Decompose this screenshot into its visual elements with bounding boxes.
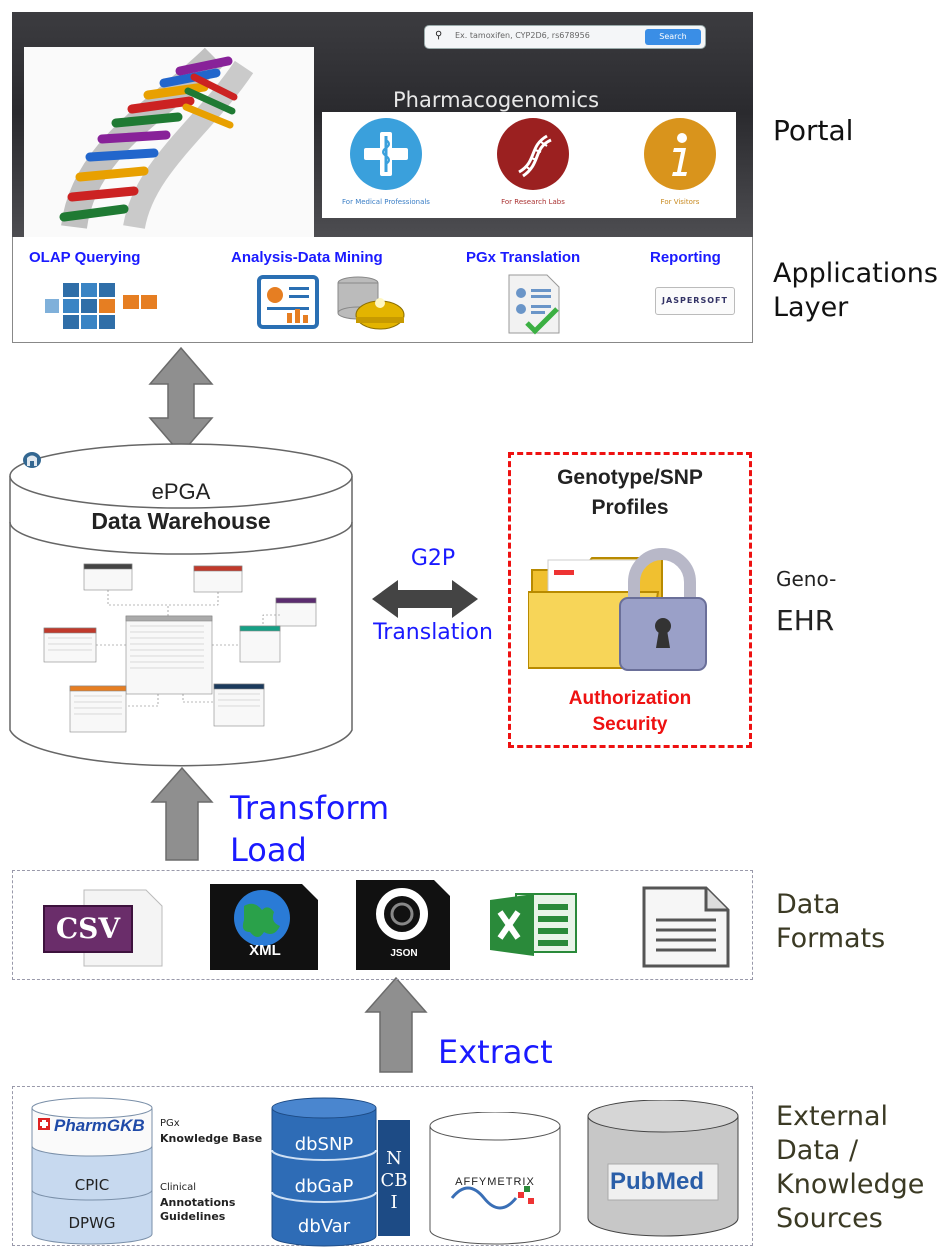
external-sources-side-label: External Data / Knowledge Sources xyxy=(776,1101,925,1234)
text-document-icon xyxy=(642,886,730,968)
transform-label: Transform xyxy=(230,789,390,827)
warehouse-title-line2: Data Warehouse xyxy=(91,508,271,534)
search-icon: ⚲ xyxy=(435,30,443,41)
g2p-double-arrow xyxy=(372,580,478,618)
app-analysis-data-mining[interactable]: Analysis-Data Mining xyxy=(231,249,383,266)
portal-side-label: Portal xyxy=(773,114,854,147)
guidelines-label: Guidelines xyxy=(160,1210,226,1223)
json-file-icon xyxy=(356,880,450,970)
xml-file-icon xyxy=(210,884,318,970)
pubmed-med-label: Med xyxy=(656,1168,704,1195)
security-line2: Security xyxy=(592,714,668,735)
genotype-profile-box xyxy=(508,452,752,748)
dna-capsules-image xyxy=(24,47,314,237)
applications-layer: OLAP Querying Analysis-Data Mining PGx T… xyxy=(12,237,753,343)
postgres-icon xyxy=(23,452,41,468)
pgx-small-label: PGx xyxy=(160,1118,180,1129)
genotype-title-line2: Profiles xyxy=(591,496,669,519)
affymetrix-label: AFFYMETRIX xyxy=(455,1176,535,1188)
ncbi-label: NCBI xyxy=(380,1148,408,1213)
pharmgkb-database-icon xyxy=(31,1097,153,1245)
applications-side-label: Applications Layer xyxy=(773,258,937,323)
extract-label: Extract xyxy=(438,1033,553,1071)
knowledge-base-label: Knowledge Base xyxy=(160,1132,263,1145)
genotype-title-line1: Genotype/SNP xyxy=(557,466,703,489)
g2p-label: G2P xyxy=(410,546,456,571)
cpic-label: CPIC xyxy=(74,1176,110,1194)
app-olap-querying[interactable]: OLAP Querying xyxy=(29,249,141,266)
clinical-small-label: Clinical xyxy=(160,1182,197,1193)
search-placeholder[interactable]: Ex. tamoxifen, CYP2D6, rs678956 xyxy=(455,31,590,40)
medical-label[interactable]: For Medical Professionals xyxy=(342,198,430,206)
data-formats-side-label: Data Formats xyxy=(776,889,886,954)
report-chart-icon xyxy=(257,275,319,329)
info-icon[interactable] xyxy=(644,118,716,190)
apps-warehouse-double-arrow xyxy=(148,346,214,456)
app-pgx-translation[interactable]: PGx Translation xyxy=(466,249,581,266)
translation-label: Translation xyxy=(373,620,493,645)
pharmgkb-label: PharmGKB xyxy=(54,1116,145,1135)
jaspersoft-logo: JASPERSOFT xyxy=(655,287,735,315)
visitors-label[interactable]: For Visitors xyxy=(660,198,700,206)
search-button[interactable]: Search xyxy=(645,29,701,45)
pubmed-pub-label: Pub xyxy=(610,1168,656,1195)
ncbi-database-stack-icon xyxy=(271,1097,410,1247)
portal-search-bar[interactable]: ⚲ Ex. tamoxifen, CYP2D6, rs678956 Search xyxy=(425,26,705,48)
dbgap-label: dbGaP xyxy=(294,1176,354,1197)
app-reporting[interactable]: Reporting xyxy=(650,249,721,266)
annotations-label: Annotations xyxy=(160,1196,236,1209)
geno-ehr-label: EHR xyxy=(776,604,835,637)
medical-icon[interactable] xyxy=(350,118,422,190)
dbsnp-label: dbSNP xyxy=(294,1134,354,1155)
load-label: Load xyxy=(230,831,307,869)
csv-label: CSV xyxy=(55,912,121,945)
warehouse-title-line1: ePGA xyxy=(151,479,211,504)
folder-lock-icon xyxy=(528,548,707,671)
dbvar-label: dbVar xyxy=(297,1216,351,1237)
security-line1: Authorization xyxy=(568,688,692,709)
external-sources-box xyxy=(12,1086,753,1246)
database-miner-icon xyxy=(337,276,405,330)
json-label: JSON xyxy=(390,948,418,959)
xml-label: XML xyxy=(249,942,281,959)
csv-file-icon xyxy=(43,889,163,967)
data-warehouse-cylinder xyxy=(9,443,353,767)
audience-panel: For Medical Professionals For Research L… xyxy=(322,112,736,218)
pgx-document-icon xyxy=(508,274,560,335)
extract-arrow xyxy=(364,976,428,1073)
olap-cube-icon xyxy=(45,283,157,329)
portal-title: Pharmacogenomics xyxy=(393,88,600,112)
excel-file-icon xyxy=(490,893,577,956)
transform-arrow xyxy=(150,766,214,861)
pubmed-database-icon xyxy=(587,1100,739,1237)
data-formats-box xyxy=(12,870,753,980)
dpwg-label: DPWG xyxy=(68,1214,116,1232)
research-label[interactable]: For Research Labs xyxy=(501,198,565,206)
dna-icon[interactable] xyxy=(497,118,569,190)
affymetrix-database-icon xyxy=(429,1112,561,1245)
geno-prefix-label: Geno- xyxy=(776,567,837,591)
